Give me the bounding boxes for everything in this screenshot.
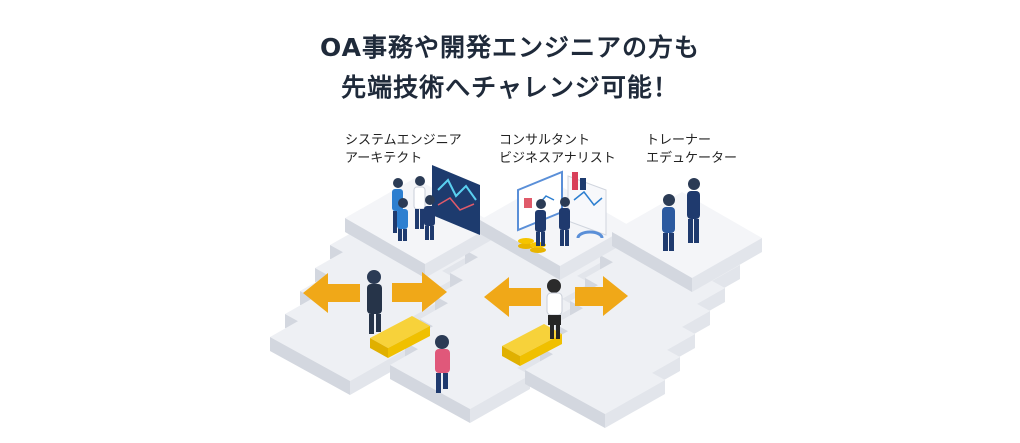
engineer-scene: [392, 165, 480, 241]
yellow-block-left: [370, 316, 430, 358]
trainer-scene: [662, 178, 700, 251]
consultant-scene: [517, 170, 607, 253]
headline-line-2: 先端技術へチャレンジ可能！: [341, 73, 679, 102]
role-consultant-line-1: コンサルタント: [499, 133, 591, 148]
arrow-left-2: [484, 277, 541, 317]
role-label-trainer: トレーナー エデュケーター: [646, 132, 737, 168]
role-trainer-line-1: トレーナー: [646, 133, 712, 148]
headline-line-1: OA事務や開発エンジニアの方も: [320, 33, 700, 62]
arrow-right-1: [392, 272, 447, 312]
role-engineer-line-2: アーキテクト: [345, 151, 423, 166]
person-man-pink-shirt: [435, 335, 450, 393]
role-engineer-line-1: システムエンジニア: [345, 133, 462, 148]
role-label-engineer: システムエンジニア アーキテクト: [345, 132, 462, 168]
role-consultant-line-2: ビジネスアナリスト: [499, 151, 616, 166]
role-trainer-line-2: エデュケーター: [646, 151, 738, 166]
headline: OA事務や開発エンジニアの方も 先端技術へチャレンジ可能！: [0, 28, 1020, 108]
person-man-dark-suit: [367, 270, 382, 334]
arrow-right-2: [575, 276, 628, 316]
arrow-left-1: [303, 273, 360, 313]
role-label-consultant: コンサルタント ビジネスアナリスト: [499, 132, 616, 168]
yellow-block-right: [502, 324, 562, 366]
person-woman-white-shirt: [546, 279, 563, 339]
